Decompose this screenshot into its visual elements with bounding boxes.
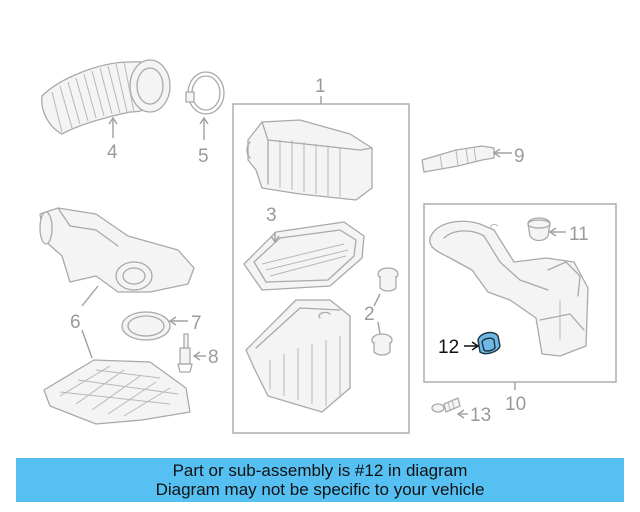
intake-hose-part-4 (41, 59, 171, 138)
tray-part-6 (43, 359, 191, 425)
callout-7: 7 (191, 313, 202, 334)
callout-8: 8 (208, 347, 219, 368)
sensor-part-9 (421, 145, 512, 173)
callout-3: 3 (266, 205, 277, 226)
air-cleaner-lower-housing (245, 299, 351, 413)
air-filter-part-3 (243, 221, 365, 291)
callout-6: 6 (70, 312, 81, 333)
hose-clamp-part-5 (185, 71, 225, 140)
grommet-part-2 (371, 267, 399, 356)
bolt-part-13 (431, 397, 468, 419)
info-banner: Part or sub-assembly is #12 in diagram D… (16, 458, 624, 502)
clip-part-8 (177, 333, 206, 373)
banner-line-2: Diagram may not be specific to your vehi… (155, 480, 485, 499)
intake-duct-part-6 (39, 207, 195, 359)
callout-9: 9 (514, 146, 525, 167)
seal-ring-part-7 (121, 311, 188, 341)
highlighted-part-12[interactable] (464, 331, 501, 355)
air-cleaner-cover (246, 119, 373, 201)
air-duct-part-10 (429, 220, 589, 357)
assembly-box-10 (423, 203, 617, 383)
callout-5: 5 (198, 146, 209, 167)
callout-1: 1 (315, 76, 326, 97)
callout-13: 13 (470, 405, 491, 426)
callout-2: 2 (364, 304, 375, 325)
callout-10: 10 (505, 394, 526, 415)
banner-line-1: Part or sub-assembly is #12 in diagram (172, 461, 468, 480)
callout-12: 12 (438, 337, 459, 358)
callout-11: 11 (569, 224, 589, 245)
callout-4: 4 (107, 142, 118, 163)
clip-part-11 (527, 217, 566, 242)
